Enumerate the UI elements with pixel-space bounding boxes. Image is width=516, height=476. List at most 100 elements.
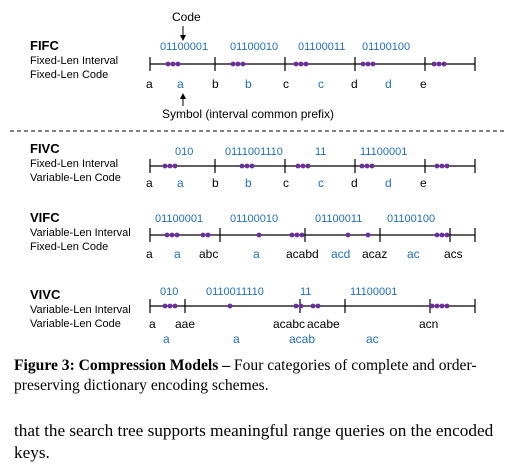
code-label: 010 [175, 146, 193, 158]
key-dot [235, 61, 241, 67]
symbol-label: c [318, 176, 324, 190]
key-dot [315, 303, 321, 309]
key-dot [444, 163, 450, 169]
key-dot [370, 61, 376, 67]
code-label: 11100001 [360, 146, 407, 158]
symbol-label: b [212, 176, 219, 190]
symbol-label: acabd [286, 247, 319, 261]
key-dot [439, 232, 445, 238]
key-dot [162, 163, 168, 169]
key-dot [249, 163, 255, 169]
key-dot [299, 232, 305, 238]
symbol-label: abc [199, 247, 218, 261]
symbol-label: acabc [273, 317, 305, 331]
symbol-annotation: Symbol (interval common prefix) [162, 107, 334, 121]
symbol-label: a [177, 77, 184, 91]
symbol-label: acab [289, 332, 315, 346]
symbol-label: acabe [307, 317, 340, 331]
key-dot [300, 163, 306, 169]
model-code-type: Fixed-Len Code [30, 69, 108, 81]
symbol-label: a [177, 176, 184, 190]
code-label: 11100001 [350, 286, 397, 298]
key-dot [298, 61, 304, 67]
code-label: 01100010 [230, 213, 278, 225]
symbol-label: a [163, 332, 170, 346]
key-dot [256, 232, 262, 238]
key-dot [439, 303, 445, 309]
key-dot [436, 61, 442, 67]
symbol-label: acn [419, 317, 438, 331]
caption-dash: – [222, 357, 231, 374]
symbol-label: d [385, 176, 392, 190]
key-dot [345, 232, 351, 238]
code-annotation: Code [172, 10, 201, 24]
symbol-label: a [174, 247, 181, 261]
key-dot [172, 163, 178, 169]
model-interval-type: Variable-Len Interval [30, 227, 131, 239]
key-dot [293, 303, 299, 309]
model-code-type: Variable-Len Code [30, 172, 121, 184]
model-code-type: Variable-Len Code [30, 318, 121, 330]
key-dot [240, 61, 246, 67]
symbol-label: b [245, 77, 252, 91]
code-label: 01100010 [230, 41, 278, 53]
key-dot [439, 163, 445, 169]
key-dot [429, 303, 435, 309]
key-dot [298, 303, 304, 309]
key-dot [172, 303, 178, 309]
key-dot [303, 61, 309, 67]
code-label: 01100011 [315, 213, 362, 225]
key-dot [360, 61, 366, 67]
model-interval-type: Variable-Len Interval [30, 304, 131, 316]
key-dot [205, 232, 211, 238]
key-dot [164, 232, 170, 238]
key-dot [365, 61, 371, 67]
symbol-label: c [318, 77, 324, 91]
model-interval-type: Fixed-Len Interval [30, 158, 118, 170]
symbol-label: e [420, 176, 427, 190]
key-dot [305, 163, 311, 169]
code-label: 01100001 [155, 213, 203, 225]
symbol-label: ac [366, 332, 379, 346]
key-dot [289, 232, 295, 238]
symbol-label: b [212, 77, 219, 91]
key-dot [174, 232, 180, 238]
code-label: 11 [315, 146, 326, 158]
code-label: 0111001110 [225, 146, 283, 158]
symbol-label: acs [444, 247, 463, 261]
symbol-label: a [146, 77, 153, 91]
symbol-label: a [233, 332, 240, 346]
compression-models-figure: Code Symbol (interval common prefix) FIF… [10, 10, 506, 346]
figure-caption: Figure 3: Compression Models – Four cate… [14, 356, 509, 396]
symbol-label: e [420, 77, 427, 91]
key-dot [239, 163, 245, 169]
key-dot [175, 61, 181, 67]
key-dot [369, 163, 375, 169]
key-dot [444, 303, 450, 309]
key-dot [434, 303, 440, 309]
symbol-label: acd [331, 247, 350, 261]
symbol-label: a [146, 176, 153, 190]
key-dot [230, 61, 236, 67]
code-label: 01100011 [298, 41, 345, 53]
symbol-label: a [149, 317, 156, 331]
key-dot [227, 303, 233, 309]
model-code-type: Fixed-Len Code [30, 241, 108, 253]
symbol-label: b [245, 176, 252, 190]
symbol-label: ac [407, 247, 420, 261]
key-dot [170, 61, 176, 67]
code-label: 0110011110 [206, 286, 264, 298]
symbol-label: a [253, 247, 260, 261]
symbol-label: d [351, 77, 358, 91]
code-label: 01100100 [387, 213, 435, 225]
key-dot [293, 61, 299, 67]
key-dot [444, 232, 450, 238]
key-dot [434, 163, 440, 169]
key-dot [295, 163, 301, 169]
symbol-label: aae [175, 317, 195, 331]
caption-text: Four categories of complete and order-pr… [14, 357, 477, 394]
model-interval-type: Fixed-Len Interval [30, 55, 118, 67]
model-name: VIVC [30, 287, 61, 302]
key-dot [200, 232, 206, 238]
